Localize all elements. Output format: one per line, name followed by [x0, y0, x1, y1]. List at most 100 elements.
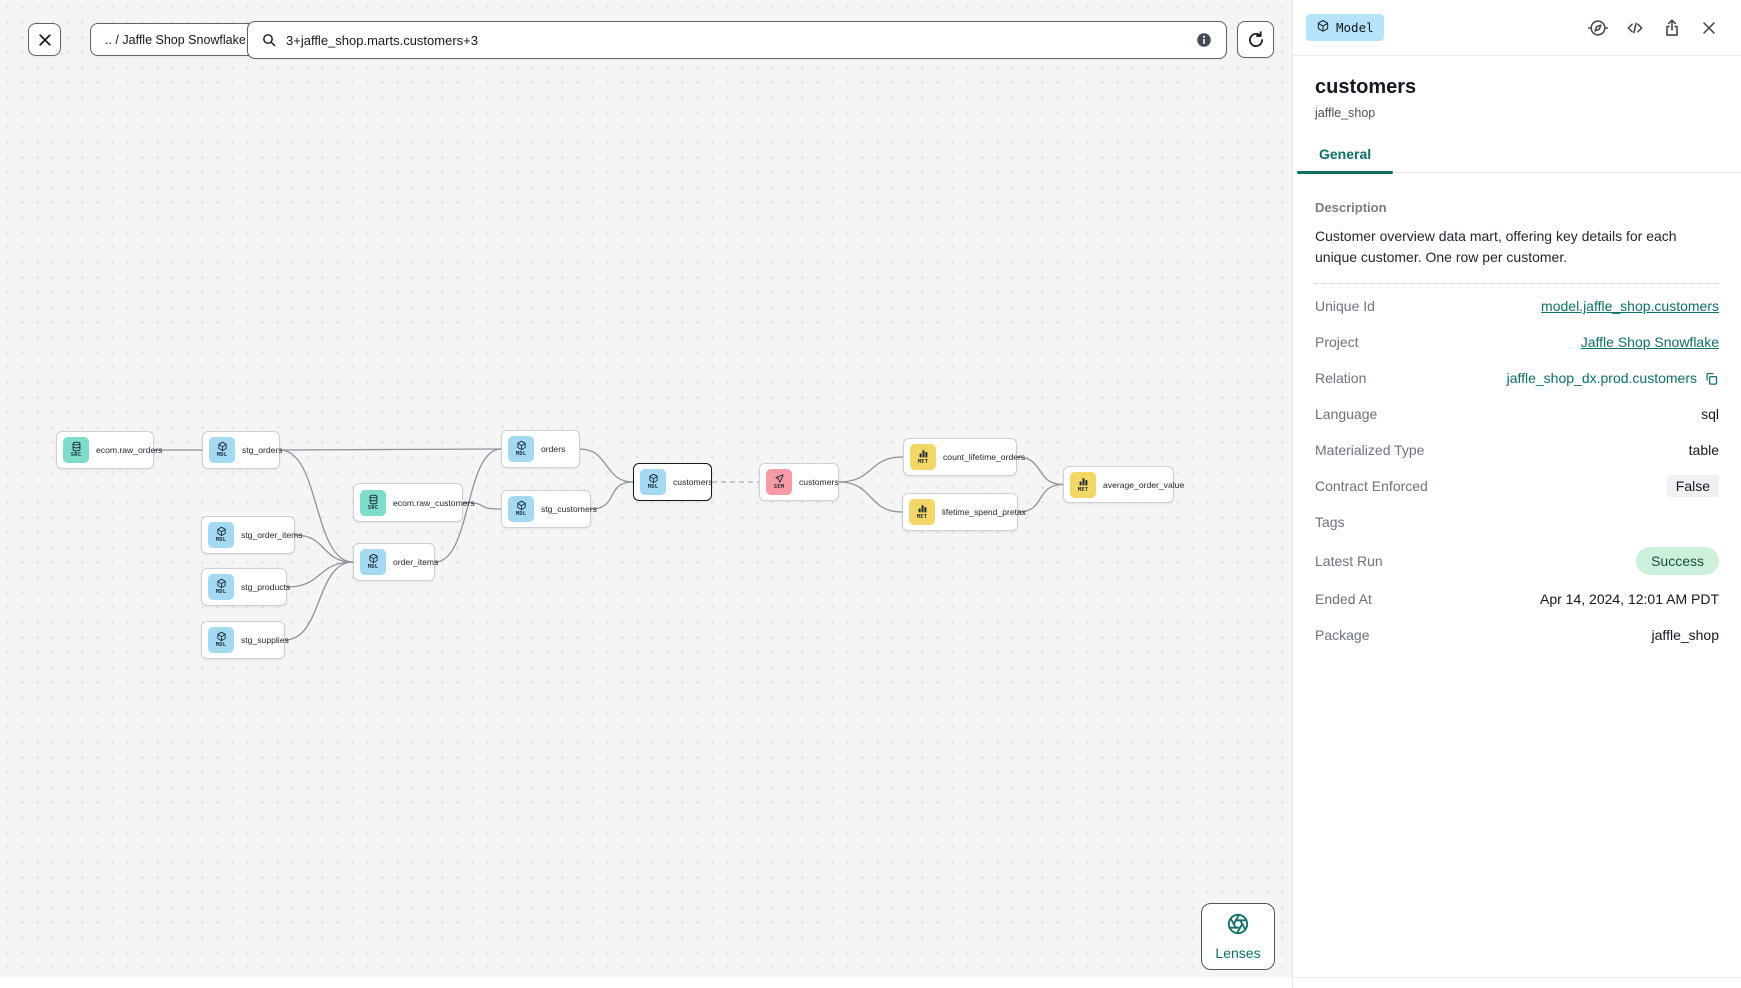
model-cube-icon: MDL: [209, 437, 235, 463]
status-badge: Success: [1636, 546, 1719, 575]
refresh-button[interactable]: [1237, 21, 1274, 58]
node-label: stg_order_items: [241, 530, 303, 540]
graph-node-customers_sem[interactable]: SEM customers: [759, 463, 839, 501]
node-type-label: MDL: [215, 537, 227, 544]
metric-chart-icon: MET: [910, 444, 936, 470]
node-type-label: MDL: [216, 452, 228, 459]
graph-edge: [838, 456, 904, 483]
divider: [1315, 283, 1719, 284]
graph-node-lifetime_spend_pretax[interactable]: MET lifetime_spend_pretax: [902, 493, 1026, 531]
copy-icon[interactable]: [1704, 371, 1719, 386]
field-label: Package: [1315, 627, 1370, 643]
status-badge: False: [1666, 475, 1719, 497]
graph-edge: [294, 534, 354, 563]
graph-edge: [279, 449, 354, 563]
node-label: count_lifetime_orders: [943, 452, 1026, 462]
model-cube-icon: MDL: [208, 627, 234, 653]
graph-node-stg_orders[interactable]: MDL stg_orders: [202, 431, 283, 469]
graph-node-stg_products[interactable]: MDL stg_products: [201, 568, 291, 606]
model-cube-icon: MDL: [208, 574, 234, 600]
tab-general[interactable]: General: [1297, 146, 1394, 174]
panel-header: Model: [1293, 0, 1741, 56]
search-icon: [261, 32, 277, 48]
code-icon[interactable]: [1625, 18, 1645, 38]
graph-node-average_order_value[interactable]: MET average_order_value: [1063, 466, 1184, 503]
field-value: jaffle_shop: [1651, 627, 1719, 643]
field-value-link[interactable]: Jaffle Shop Snowflake: [1580, 334, 1719, 350]
close-lineage-button[interactable]: [28, 23, 61, 56]
field-label: Materialized Type: [1315, 442, 1425, 458]
node-label: ecom.raw_orders: [96, 445, 163, 455]
node-label: ecom.raw_customers: [393, 497, 475, 508]
graph-edge: [434, 448, 502, 563]
node-label: stg_products: [241, 582, 291, 592]
node-type-label: MDL: [647, 484, 659, 491]
lenses-button[interactable]: Lenses: [1201, 903, 1275, 970]
description-label: Description: [1315, 200, 1387, 215]
model-cube-icon: MDL: [208, 522, 234, 548]
field-row: Latest Run Success: [1315, 540, 1719, 581]
search-input[interactable]: [286, 32, 1186, 48]
node-type-label: MDL: [367, 564, 379, 571]
field-label: Latest Run: [1315, 552, 1383, 569]
source-database-icon: SRC: [63, 437, 89, 463]
source-database-icon: SRC: [360, 489, 386, 516]
field-label: Tags: [1315, 514, 1345, 530]
node-label: orders: [541, 444, 566, 454]
panel-footer-divider: [1293, 977, 1741, 978]
description-text: Customer overview data mart, offering ke…: [1315, 228, 1677, 265]
node-label: average_order_value: [1103, 479, 1185, 490]
page-title: customers: [1315, 76, 1417, 98]
node-label: lifetime_spend_pretax: [942, 507, 1027, 517]
lineage-search-bar[interactable]: [247, 21, 1227, 59]
resource-type-badge: Model: [1306, 14, 1384, 41]
semantic-model-icon: SEM: [766, 469, 792, 495]
field-row: Tags: [1315, 504, 1719, 540]
graph-node-orders[interactable]: MDL orders: [501, 430, 580, 468]
node-label: customers: [799, 477, 839, 487]
field-label: Ended At: [1315, 591, 1372, 607]
breadcrumb[interactable]: .. / Jaffle Shop Snowflake: [90, 23, 261, 56]
graph-node-ecom_raw_orders[interactable]: SRC ecom.raw_orders: [56, 431, 162, 469]
graph-edge: [279, 448, 502, 451]
field-value: jaffle_shop_dx.prod.customers: [1506, 370, 1697, 386]
model-cube-icon: MDL: [640, 469, 666, 495]
info-icon[interactable]: [1195, 31, 1213, 49]
node-type-label: MET: [917, 459, 929, 466]
field-row: Project Jaffle Shop Snowflake: [1315, 324, 1719, 360]
model-cube-icon: MDL: [508, 436, 534, 462]
field-value-link[interactable]: model.jaffle_shop.customers: [1541, 298, 1719, 314]
graph-node-count_lifetime_orders[interactable]: MET count_lifetime_orders: [903, 438, 1025, 476]
field-label: Project: [1315, 334, 1359, 350]
aperture-icon: [1227, 913, 1249, 940]
node-type-label: MET: [1077, 486, 1089, 493]
package-subtitle: jaffle_shop: [1315, 106, 1376, 120]
graph-edge: [1017, 483, 1064, 513]
node-label: stg_orders: [242, 445, 283, 455]
node-type-label: MET: [916, 514, 928, 521]
compass-icon[interactable]: [1588, 18, 1608, 38]
model-cube-icon: MDL: [508, 496, 534, 522]
graph-edge: [590, 481, 634, 510]
node-type-label: SEM: [773, 484, 785, 491]
field-row: Package jaffle_shop: [1315, 617, 1719, 653]
graph-node-stg_order_items[interactable]: MDL stg_order_items: [201, 516, 303, 554]
share-icon[interactable]: [1662, 18, 1682, 38]
metric-chart-icon: MET: [1070, 471, 1096, 498]
node-type-label: MDL: [215, 642, 227, 649]
node-type-label: SRC: [367, 504, 379, 511]
graph-node-ecom_raw_customers[interactable]: SRC ecom.raw_customers: [353, 483, 475, 522]
graph-edge: [838, 481, 903, 513]
field-value: table: [1688, 442, 1719, 458]
field-value: sql: [1701, 406, 1719, 422]
close-panel-icon[interactable]: [1699, 18, 1719, 38]
